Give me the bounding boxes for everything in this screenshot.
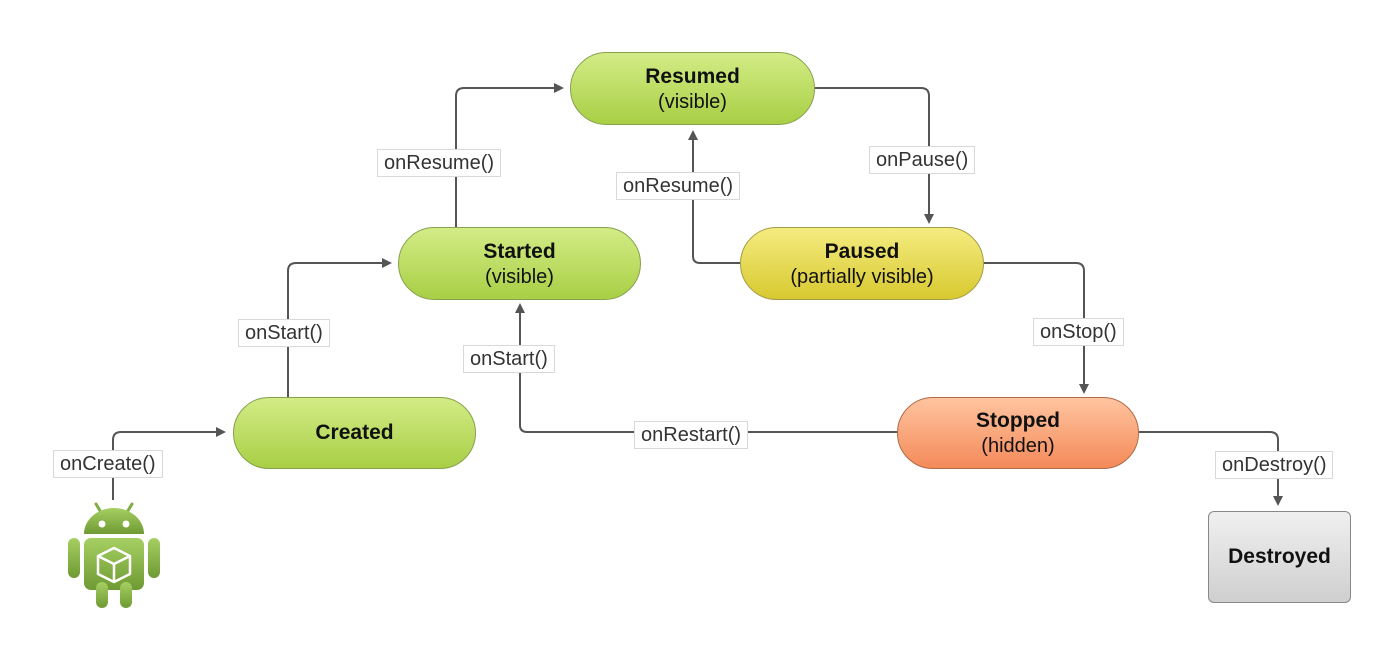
label-on-destroy: onDestroy() (1215, 451, 1334, 479)
state-started: Started (visible) (398, 227, 641, 300)
state-stopped: Stopped (hidden) (897, 397, 1139, 469)
state-started-subtitle: (visible) (485, 265, 554, 288)
state-resumed-subtitle: (visible) (658, 90, 727, 113)
connector-on-start (287, 258, 392, 397)
label-on-resume-back: onResume() (616, 172, 741, 200)
connector-on-restart (515, 303, 897, 433)
state-destroyed: Destroyed (1208, 511, 1351, 603)
label-on-pause: onPause() (869, 146, 976, 174)
connector-on-stop (984, 262, 1089, 394)
label-on-stop: onStop() (1033, 318, 1124, 346)
state-created-title: Created (315, 421, 394, 444)
state-started-title: Started (483, 239, 556, 263)
label-on-create: onCreate() (53, 450, 163, 478)
state-paused-title: Paused (824, 239, 900, 263)
connector-on-resume-back (688, 130, 740, 264)
state-stopped-title: Stopped (976, 409, 1060, 432)
connector-on-resume (455, 83, 564, 228)
label-on-start: onStart() (238, 319, 330, 347)
label-on-restart: onRestart() (634, 421, 749, 449)
label-on-resume: onResume() (377, 149, 502, 177)
state-resumed: Resumed (visible) (570, 52, 815, 125)
label-on-start-back: onStart() (463, 345, 555, 373)
connector-on-destroy (1139, 431, 1283, 506)
state-created: Created (233, 397, 476, 469)
connector-on-create (112, 427, 226, 500)
state-paused: Paused (partially visible) (740, 227, 984, 300)
connector-on-pause (815, 87, 934, 224)
android-logo-icon (68, 502, 160, 608)
state-paused-subtitle: (partially visible) (790, 265, 934, 288)
state-destroyed-title: Destroyed (1228, 545, 1331, 568)
state-stopped-subtitle: (hidden) (981, 435, 1055, 457)
state-resumed-title: Resumed (645, 64, 740, 88)
